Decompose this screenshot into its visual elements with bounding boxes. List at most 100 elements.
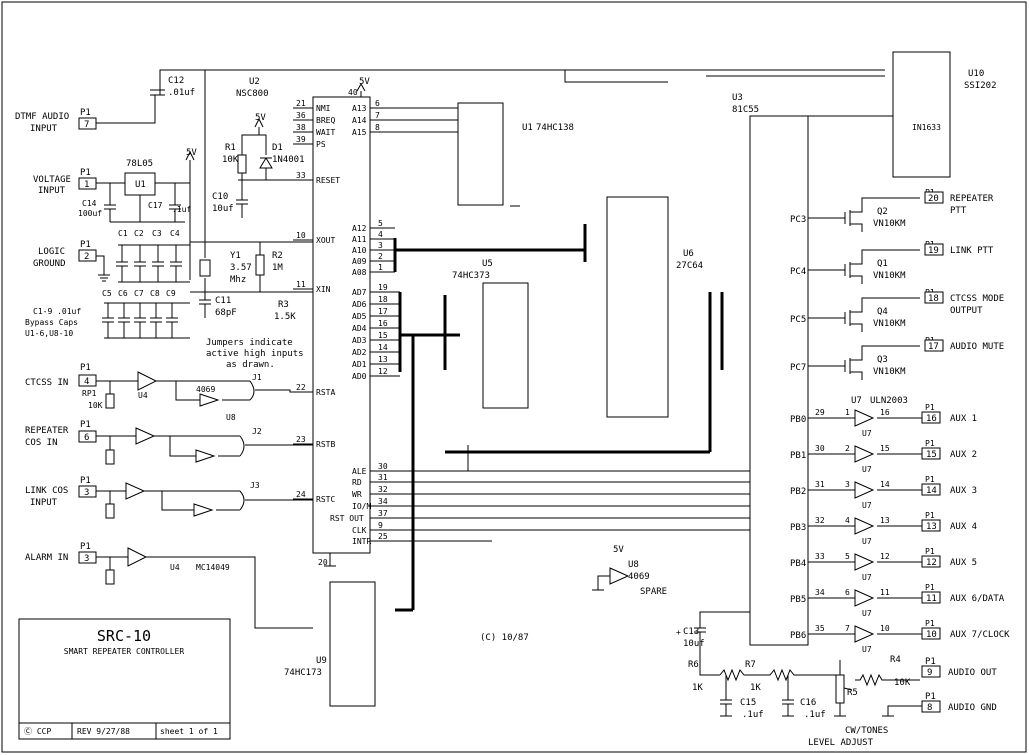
u2-pin-label: NMI xyxy=(316,104,331,113)
aux-8155-pin: 32 xyxy=(815,516,825,525)
aux-pin-box xyxy=(921,411,941,424)
aux-pin-box xyxy=(921,591,941,604)
voltage-input: VOLTAGE INPUT P1 1 78L05 U1 5V C14 100uf… xyxy=(33,148,197,280)
svg-text:C12: C12 xyxy=(168,76,184,86)
aux-in-pin: 4 xyxy=(845,516,850,525)
u2-pin-label: AD2 xyxy=(352,348,367,357)
svg-text:Mhz: Mhz xyxy=(230,275,246,285)
aux-label: AUX 3 xyxy=(950,486,977,496)
output-label: REPEATER xyxy=(950,194,994,204)
svg-text:U4: U4 xyxy=(138,391,148,400)
svg-text:C10: C10 xyxy=(212,192,228,202)
output-pin-box xyxy=(924,339,944,352)
u2-pin-number: 4 xyxy=(378,230,383,239)
u2-pin-label: RST OUT xyxy=(330,514,364,523)
svg-text:J2: J2 xyxy=(252,427,262,436)
svg-text:IN1633: IN1633 xyxy=(912,123,941,132)
aux-in-pin: 6 xyxy=(845,588,850,597)
svg-text:10uf: 10uf xyxy=(212,204,234,214)
u2-pin-label: WAIT xyxy=(316,128,335,137)
svg-text:AUDIO OUT: AUDIO OUT xyxy=(948,668,997,678)
u5-74hc373: U5 74HC373 xyxy=(452,259,529,409)
aux-u7-label: U7 xyxy=(862,501,872,510)
svg-text:SPARE: SPARE xyxy=(640,587,667,597)
aux-in-pin: 1 xyxy=(845,408,850,417)
svg-text:NSC800: NSC800 xyxy=(236,89,269,99)
ctcss-input: CTCSS IN P1 4 RP1 10K 4069 U8 U4 J1 xyxy=(25,363,313,422)
svg-text:U9: U9 xyxy=(316,656,327,666)
svg-text:20: 20 xyxy=(318,558,328,567)
aux-pin-box xyxy=(921,447,941,460)
u10-wiring xyxy=(204,70,893,242)
p1-label: P1 xyxy=(925,619,935,628)
svg-text:LINK COS: LINK COS xyxy=(25,486,68,496)
output-pin-number: 18 xyxy=(928,294,939,304)
audio-out-network: + C13 10uf R6 1K R7 1K C15 .1uf C16 .1uf… xyxy=(676,611,997,748)
svg-text:3.57: 3.57 xyxy=(230,263,252,273)
svg-text:REPEATER: REPEATER xyxy=(25,426,69,436)
aux-8155-pin: 35 xyxy=(815,624,825,633)
svg-text:C1: C1 xyxy=(118,229,128,238)
svg-text:SSI202: SSI202 xyxy=(964,81,997,91)
svg-text:as drawn.: as drawn. xyxy=(226,360,275,370)
u2-pin-number: 9 xyxy=(378,521,383,530)
aux-8155-pin: 29 xyxy=(815,408,825,417)
aux-pin-number: 16 xyxy=(926,414,937,424)
svg-text:10K: 10K xyxy=(88,401,103,410)
svg-text:.1uf: .1uf xyxy=(172,205,191,214)
svg-text:U4: U4 xyxy=(170,563,180,572)
fet-part: VN10KM xyxy=(873,271,906,281)
svg-text:U8: U8 xyxy=(226,413,236,422)
u2-pin-number: 7 xyxy=(375,111,380,120)
u2-pin-label: RSTA xyxy=(316,388,335,397)
u7-label: U7 xyxy=(851,396,862,406)
svg-text:P1: P1 xyxy=(925,692,936,702)
svg-text:1K: 1K xyxy=(750,683,761,693)
fet-part: VN10KM xyxy=(873,367,906,377)
fet-part: VN10KM xyxy=(873,319,906,329)
svg-text:3: 3 xyxy=(84,488,89,498)
svg-text:Jumpers indicate: Jumpers indicate xyxy=(206,338,293,348)
svg-text:C7: C7 xyxy=(134,289,144,298)
svg-text:7: 7 xyxy=(84,120,89,130)
svg-text:3: 3 xyxy=(84,554,89,564)
svg-text:10uf: 10uf xyxy=(683,639,705,649)
u2-pin-label: CLK xyxy=(352,526,367,535)
svg-text:R4: R4 xyxy=(890,655,901,665)
svg-text:Bypass Caps: Bypass Caps xyxy=(25,318,78,327)
output-section: PC3Q2VN10KMP120REPEATERPTTPC4Q1VN10KMP11… xyxy=(790,188,1004,380)
u2-pin-label: AD3 xyxy=(352,336,367,345)
svg-text:74HC373: 74HC373 xyxy=(452,271,490,281)
u2-pin-label: AD7 xyxy=(352,288,367,297)
output-pin-box xyxy=(924,191,944,204)
svg-text:C11: C11 xyxy=(215,296,231,306)
svg-text:27C64: 27C64 xyxy=(676,261,703,271)
svg-text:U5: U5 xyxy=(482,259,493,269)
svg-text:1.5K: 1.5K xyxy=(274,312,296,322)
u2-pin-label: A08 xyxy=(352,268,367,277)
svg-text:MC14049: MC14049 xyxy=(196,563,230,572)
aux-8155-pin: 31 xyxy=(815,480,825,489)
u2-pin-number: 6 xyxy=(375,99,380,108)
u6-27c64: U6 27C64 xyxy=(606,196,703,418)
p1-label: P1 xyxy=(925,475,935,484)
u2-pin-label: A12 xyxy=(352,224,367,233)
svg-text:.01uf: .01uf xyxy=(168,88,195,98)
svg-text:.1uf: .1uf xyxy=(742,710,764,720)
svg-text:74HC138: 74HC138 xyxy=(536,123,574,133)
aux-label: AUX 6/DATA xyxy=(950,594,1005,604)
svg-text:78L05: 78L05 xyxy=(126,159,153,169)
title-text: SRC-10 xyxy=(97,627,151,645)
output-label: PTT xyxy=(950,206,967,216)
svg-text:C5: C5 xyxy=(102,289,112,298)
svg-text:81C55: 81C55 xyxy=(732,105,759,115)
svg-text:C15: C15 xyxy=(740,698,756,708)
aux-out-pin: 14 xyxy=(880,480,890,489)
u2-pin-label: PS xyxy=(316,140,326,149)
aux-port-label: PB1 xyxy=(790,451,806,461)
u2-pin-number: 21 xyxy=(296,99,306,108)
u2-pin-label: A14 xyxy=(352,116,367,125)
logic-ground: LOGIC GROUND P1 2 xyxy=(33,240,110,282)
svg-text:4069: 4069 xyxy=(196,385,215,394)
sheet-cell: sheet 1 of 1 xyxy=(160,727,218,736)
